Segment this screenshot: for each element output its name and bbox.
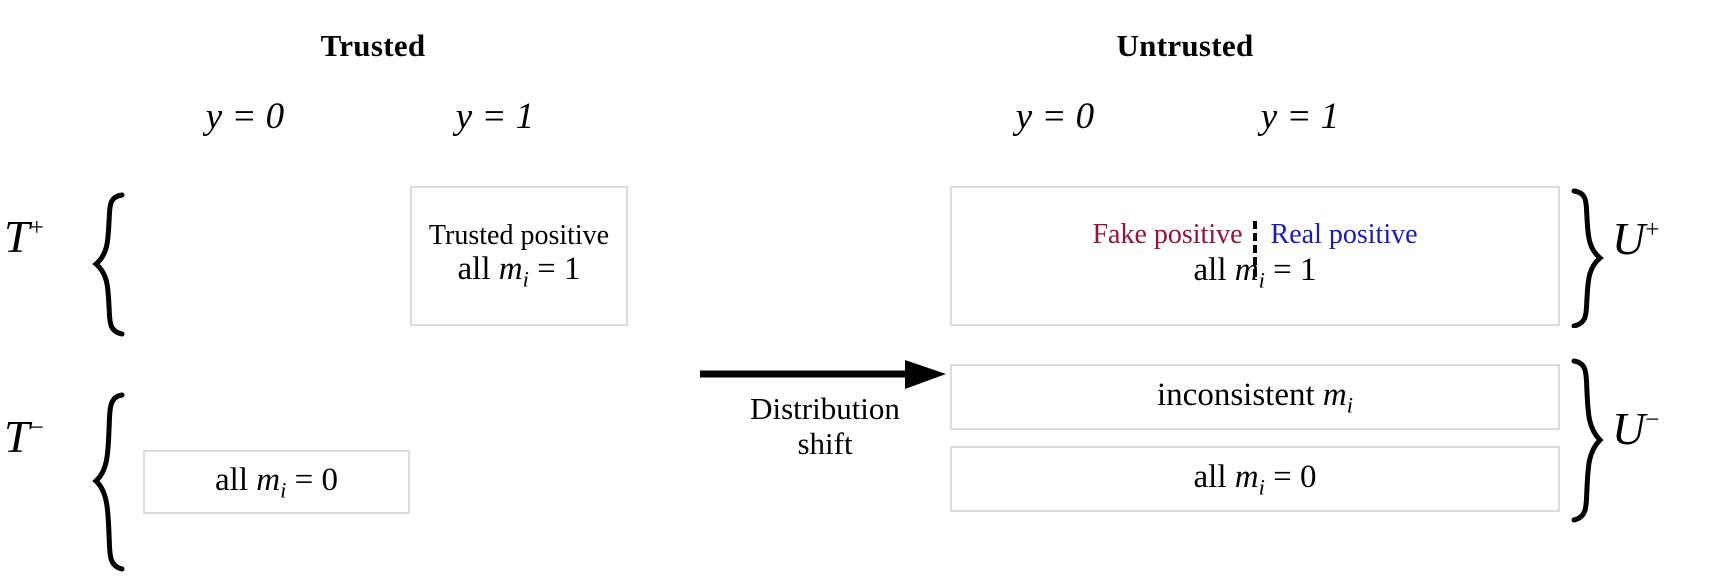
untrusted-positive-line2-sub: i bbox=[1258, 268, 1265, 294]
untrusted-negative-suffix: = 0 bbox=[1264, 459, 1317, 496]
untrusted-inconsistent-prefix: inconsistent bbox=[1157, 377, 1323, 414]
untrusted-y1-label: y = 1 bbox=[1260, 96, 1340, 137]
trusted-positive-line2-suffix: = 1 bbox=[528, 251, 581, 288]
untrusted-positive-set-letter: U bbox=[1612, 213, 1646, 264]
trusted-negative-set-label: T− bbox=[4, 410, 44, 463]
trusted-positive-box-line2: all mi = 1 bbox=[458, 252, 581, 291]
trusted-negative-set-letter: T bbox=[4, 411, 30, 462]
trusted-positive-set-label: T+ bbox=[4, 210, 44, 263]
untrusted-y0-label: y = 0 bbox=[1015, 96, 1095, 137]
untrusted-group-title: Untrusted bbox=[1116, 28, 1254, 63]
untrusted-negative-var: m bbox=[1234, 459, 1259, 496]
distribution-shift-caption-line2: shift bbox=[797, 425, 853, 461]
fake-real-divider bbox=[1253, 221, 1257, 278]
untrusted-positive-set-label: U+ bbox=[1612, 212, 1660, 265]
trusted-negative-var: m bbox=[256, 462, 281, 499]
untrusted-negative-set-sign: − bbox=[1645, 405, 1660, 434]
trusted-positive-set-sign: + bbox=[29, 213, 44, 242]
untrusted-negative-set-letter: U bbox=[1612, 403, 1646, 454]
untrusted-negative-sub: i bbox=[1258, 475, 1265, 501]
trusted-negative-box-line1: all mi = 0 bbox=[215, 463, 338, 502]
trusted-positive-brace bbox=[88, 192, 128, 338]
untrusted-negative-brace bbox=[1568, 358, 1608, 523]
untrusted-positive-line2-var: m bbox=[1234, 252, 1259, 289]
untrusted-positive-set-sign: + bbox=[1645, 215, 1660, 244]
untrusted-inconsistent-sub: i bbox=[1346, 393, 1353, 419]
trusted-negative-brace bbox=[88, 392, 128, 572]
distribution-shift-arrow bbox=[700, 358, 950, 394]
trusted-negative-prefix: all bbox=[215, 462, 257, 499]
trusted-group-title: Trusted bbox=[320, 28, 426, 63]
trusted-negative-set-sign: − bbox=[29, 413, 44, 442]
trusted-positive-line2-prefix: all bbox=[457, 251, 499, 288]
untrusted-negative-text: all mi = 0 bbox=[1194, 460, 1317, 499]
untrusted-positive-line2-prefix: all bbox=[1193, 252, 1235, 289]
trusted-negative-sub: i bbox=[280, 478, 287, 504]
trusted-positive-line2-var: m bbox=[498, 251, 523, 288]
trusted-y1-label: y = 1 bbox=[455, 96, 535, 137]
untrusted-negative-prefix: all bbox=[1193, 459, 1235, 496]
distribution-shift-caption: Distribution shift bbox=[660, 391, 990, 461]
trusted-negative-suffix: = 0 bbox=[286, 462, 338, 499]
trusted-positive-box: Trusted positive all mi = 1 bbox=[410, 186, 628, 326]
trusted-positive-set-letter: T bbox=[4, 211, 30, 262]
trusted-positive-line2-sub: i bbox=[522, 266, 529, 292]
untrusted-positive-brace bbox=[1568, 188, 1608, 328]
untrusted-positive-split-row: Fake positive Real positive bbox=[952, 219, 1558, 278]
distribution-shift-caption-line1: Distribution bbox=[750, 391, 900, 426]
real-positive-label: Real positive bbox=[1270, 219, 1418, 251]
untrusted-positive-line2-suffix: = 1 bbox=[1264, 252, 1317, 289]
untrusted-inconsistent-text: inconsistent mi bbox=[1157, 378, 1353, 417]
untrusted-negative-set-label: U− bbox=[1612, 402, 1660, 455]
fake-positive-label: Fake positive bbox=[1092, 219, 1243, 251]
untrusted-negative-box: all mi = 0 bbox=[950, 446, 1560, 512]
untrusted-inconsistent-var: m bbox=[1322, 377, 1347, 414]
untrusted-inconsistent-box: inconsistent mi bbox=[950, 364, 1560, 430]
untrusted-positive-box-line2: all mi = 1 bbox=[1194, 253, 1317, 292]
trusted-negative-box: all mi = 0 bbox=[143, 450, 410, 514]
untrusted-positive-box: Fake positive Real positive all mi = 1 bbox=[950, 186, 1560, 326]
trusted-y0-label: y = 0 bbox=[205, 96, 285, 137]
trusted-positive-box-line1: Trusted positive bbox=[428, 219, 610, 251]
